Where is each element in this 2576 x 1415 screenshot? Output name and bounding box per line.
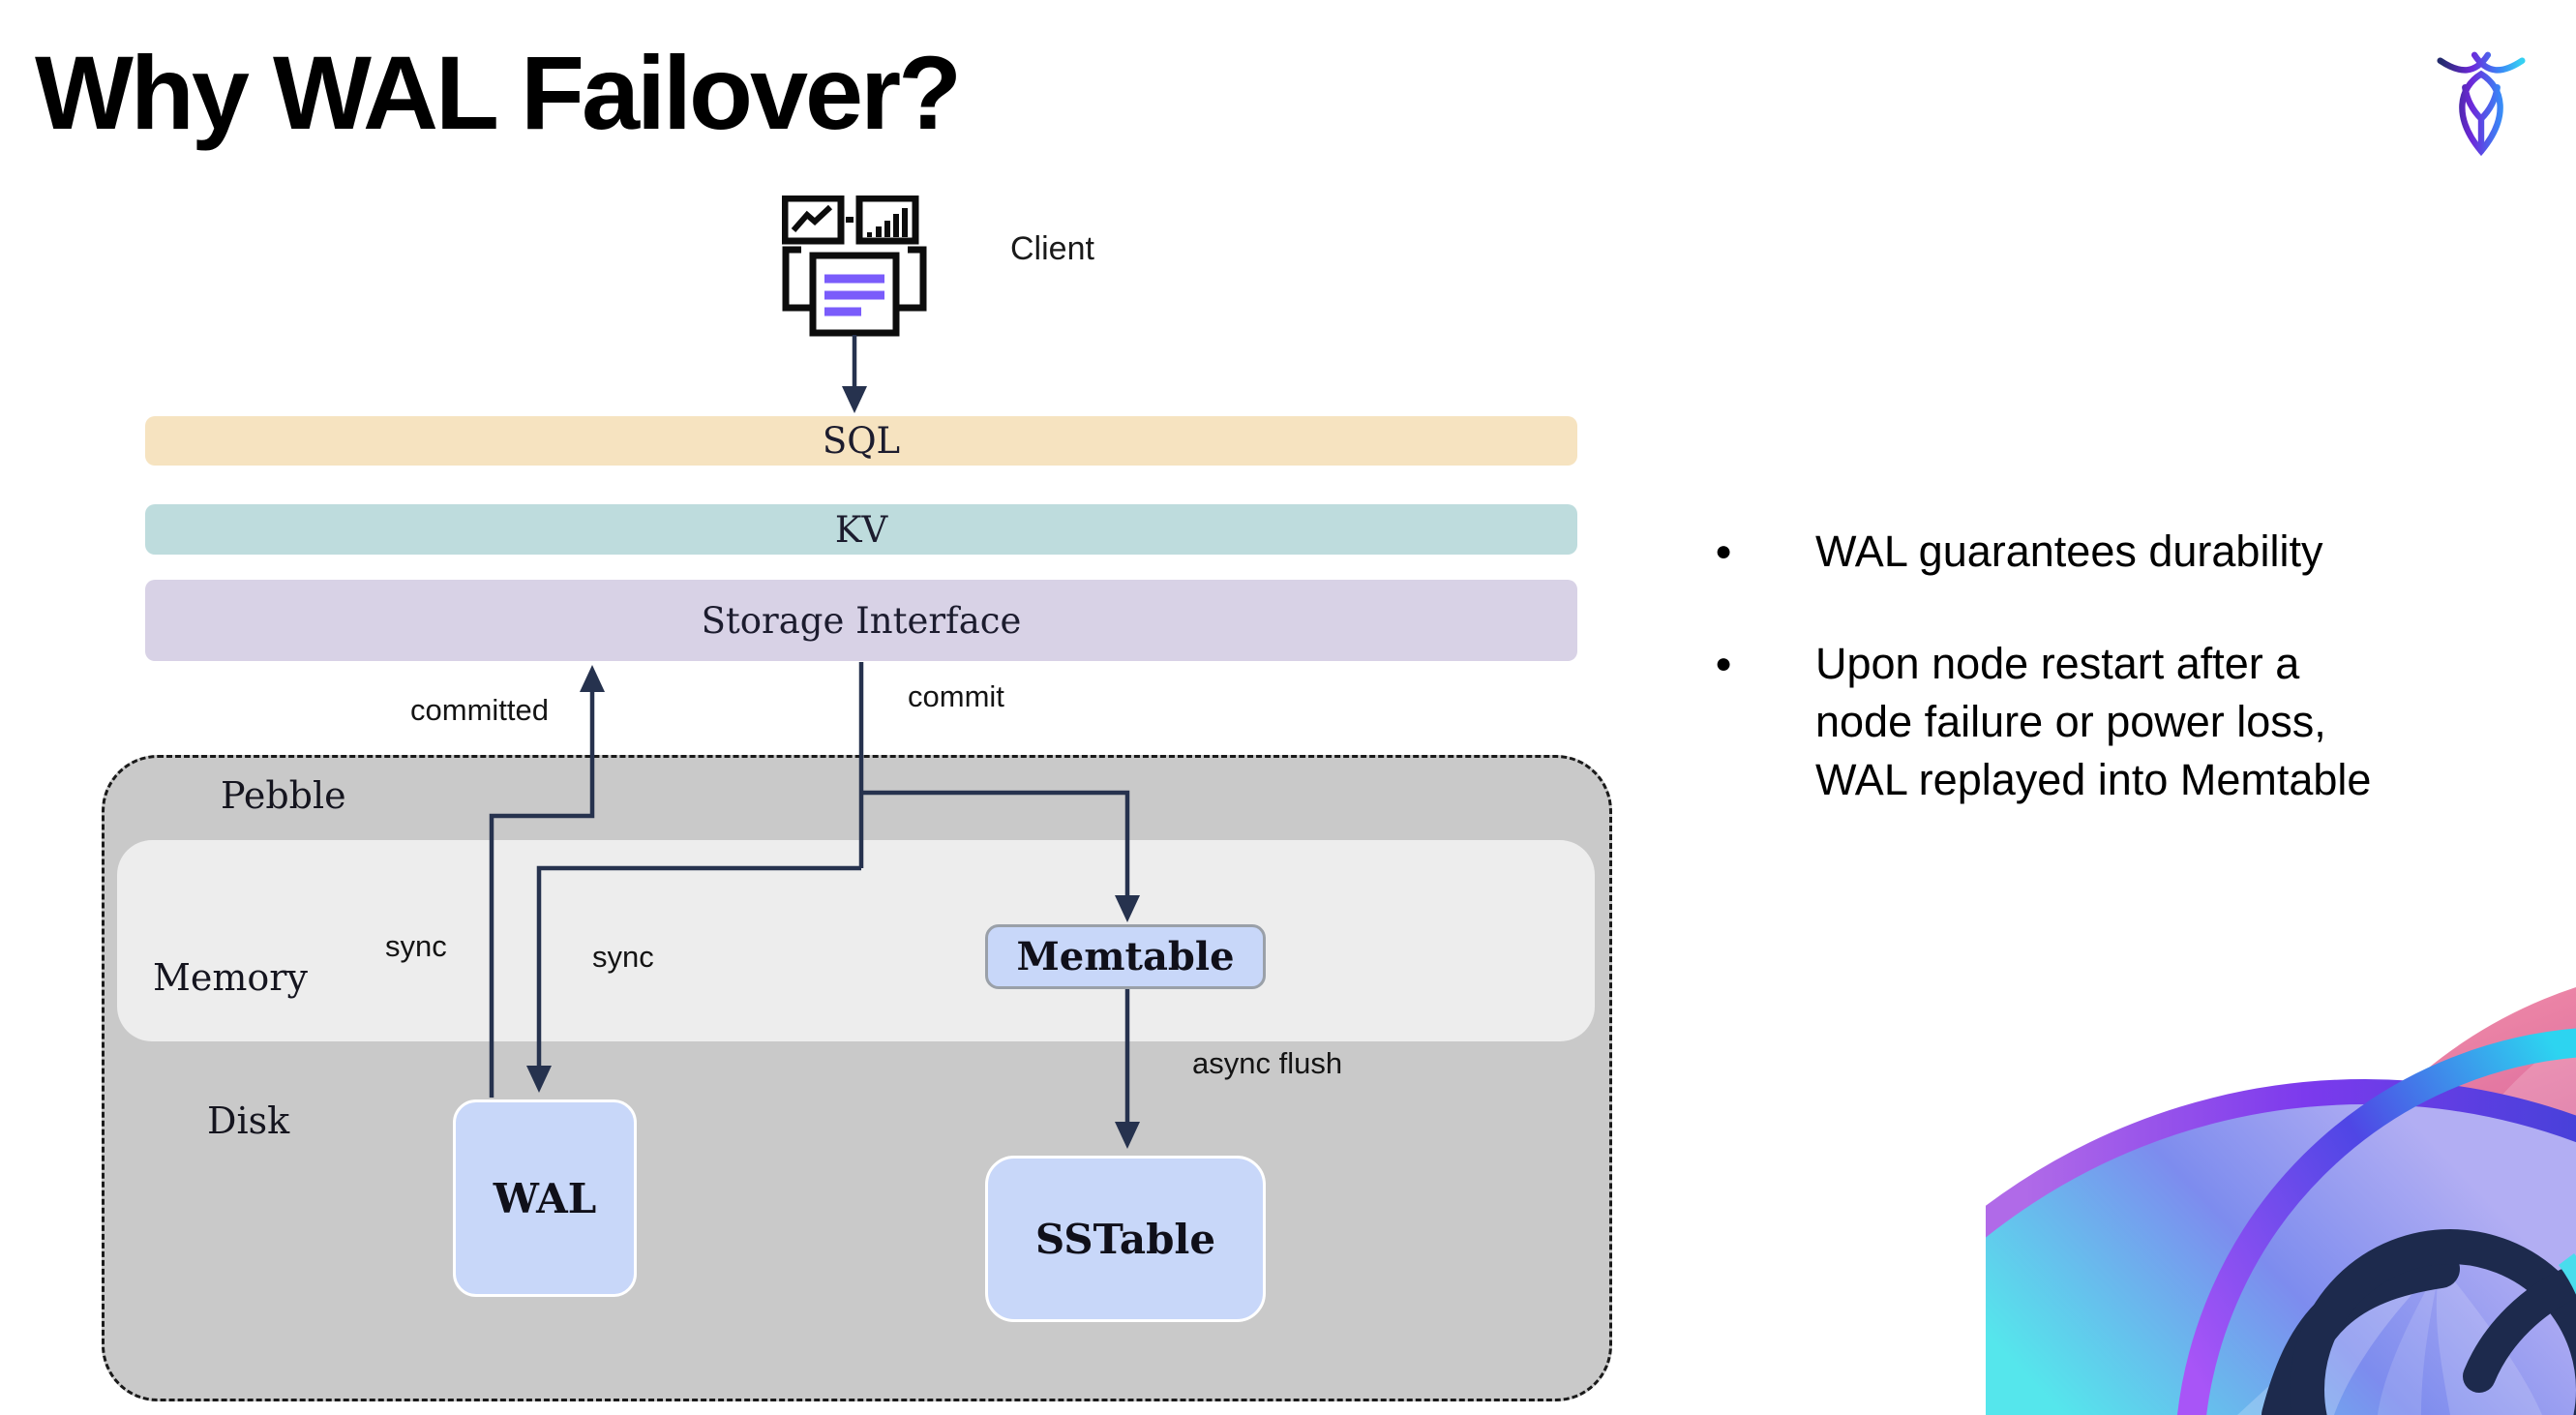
bullet-list: ● WAL guarantees durability ● Upon node … xyxy=(1715,523,2566,863)
async-flush-label: async flush xyxy=(1192,1046,1343,1080)
cockroachdb-logo-icon xyxy=(2437,51,2526,157)
wal-box: WAL xyxy=(453,1099,637,1297)
commit-label: commit xyxy=(908,679,1004,713)
bullet-dot-icon: ● xyxy=(1715,647,1733,679)
client-icon xyxy=(782,196,927,337)
sync-label-2: sync xyxy=(592,940,654,974)
disk-label: Disk xyxy=(207,1099,290,1142)
client-label: Client xyxy=(1010,230,1094,267)
list-item: ● Upon node restart after a node failure… xyxy=(1715,635,2566,809)
memtable-box: Memtable xyxy=(985,924,1266,989)
bullet-dot-icon: ● xyxy=(1715,535,1733,567)
committed-label: committed xyxy=(410,693,549,727)
list-item: ● WAL guarantees durability xyxy=(1715,523,2566,581)
page-title: Why WAL Failover? xyxy=(35,34,962,151)
memory-band xyxy=(117,840,1595,1041)
bullet-text: Upon node restart after a node failure o… xyxy=(1815,639,2372,804)
pebble-container xyxy=(102,755,1612,1401)
layer-bar-sql: SQL xyxy=(145,416,1577,466)
layer-bar-storage-interface: Storage Interface xyxy=(145,580,1577,661)
sync-label-1: sync xyxy=(385,929,447,963)
pebble-label: Pebble xyxy=(221,774,346,817)
bullet-text: WAL guarantees durability xyxy=(1815,527,2323,576)
brand-artwork xyxy=(1986,987,2576,1415)
sstable-box: SSTable xyxy=(985,1156,1266,1322)
layer-bar-kv: KV xyxy=(145,504,1577,555)
memory-label: Memory xyxy=(153,956,308,999)
